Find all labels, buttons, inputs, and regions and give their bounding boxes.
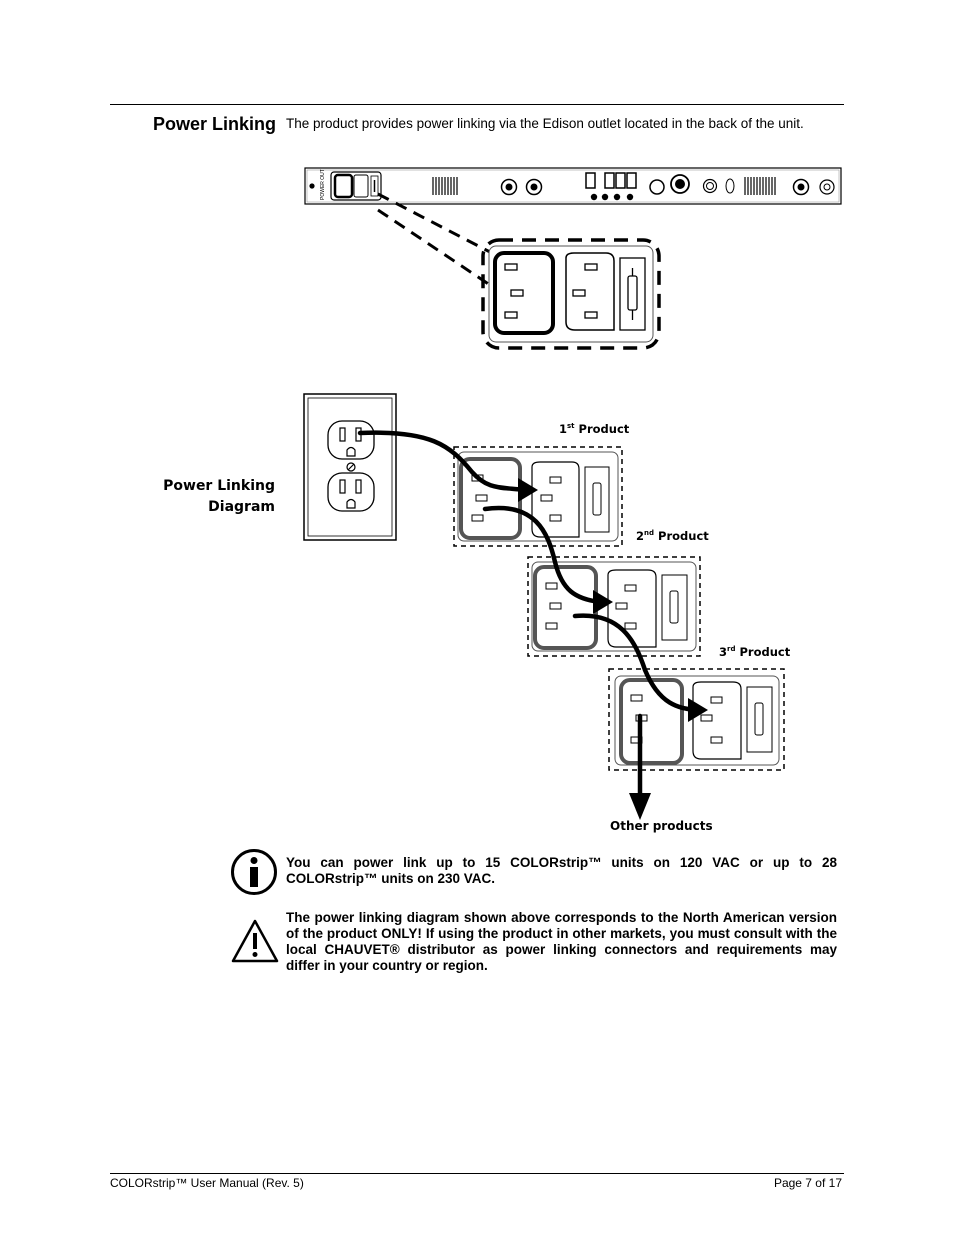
product-unit-1 — [453, 446, 623, 547]
footer-right: Page 7 of 17 — [773, 1176, 842, 1190]
info-icon — [231, 849, 277, 895]
product-label-word: Product — [739, 645, 791, 659]
product-label-suffix: st — [567, 422, 575, 431]
product-label-suffix: nd — [644, 529, 655, 538]
diagram-side-label: Power Linking Diagram — [110, 476, 275, 518]
product-label-1: 1st Product — [559, 422, 629, 436]
callout-lines — [377, 192, 491, 287]
diagram-side-label-line1: Power Linking — [163, 478, 275, 494]
footer-left: COLORstrip™ User Manual (Rev. 5) — [110, 1176, 304, 1190]
product-label-3: 3rd Product — [719, 645, 790, 659]
power-linking-diagram — [303, 393, 785, 820]
other-products-label: Other products — [610, 819, 713, 833]
product-unit-3 — [608, 668, 785, 771]
info-note: You can power link up to 15 COLORstrip™ … — [286, 855, 837, 886]
top-rule — [110, 104, 844, 105]
section-title: Power Linking — [152, 114, 276, 134]
footer-rule — [110, 1173, 844, 1174]
product-label-suffix: rd — [727, 645, 736, 654]
rear-panel-figure: POWER OUT — [304, 167, 842, 350]
product-label-2: 2nd Product — [636, 529, 709, 543]
rear-panel-label: POWER OUT — [320, 169, 326, 200]
intro-text: The product provides power linking via t… — [286, 116, 804, 131]
wall-outlet — [303, 393, 397, 541]
diagram-side-label-line2: Diagram — [208, 499, 275, 515]
product-label-word: Product — [658, 529, 709, 543]
product-unit-2 — [527, 556, 701, 657]
product-label-number: 3 — [719, 645, 728, 659]
product-label-number: 1 — [559, 422, 568, 436]
warning-note: The power linking diagram shown above co… — [286, 910, 837, 973]
zoomed-outlet — [481, 238, 661, 350]
warning-icon — [231, 919, 279, 963]
product-label-word: Product — [578, 422, 630, 436]
power-cables — [357, 430, 698, 798]
product-label-number: 2 — [636, 529, 645, 543]
arrowheads — [518, 478, 708, 820]
rear-panel: POWER OUT — [304, 167, 842, 205]
